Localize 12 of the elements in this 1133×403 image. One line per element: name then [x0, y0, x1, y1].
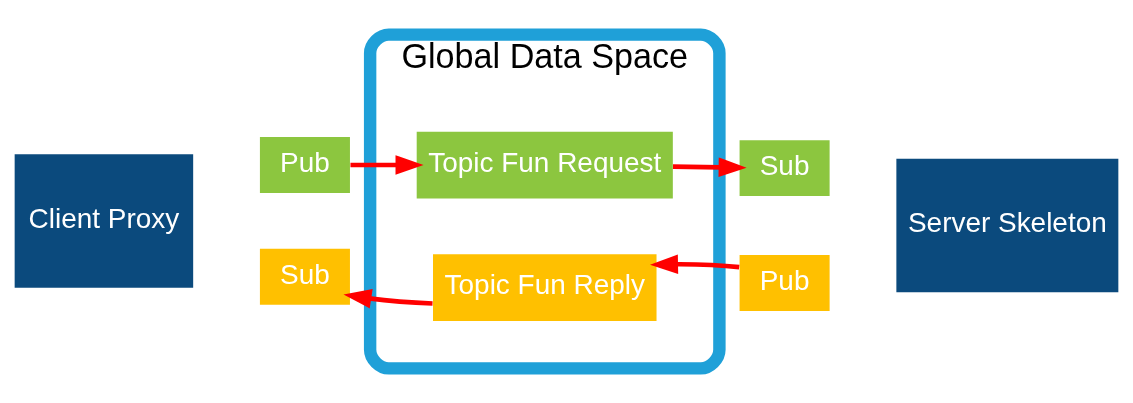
node-box: Topic Fun Reply	[433, 254, 657, 322]
arrow	[672, 157, 747, 178]
arrow	[650, 254, 740, 274]
arrow	[343, 289, 433, 309]
node-box: Sub	[259, 248, 350, 305]
node-box: Topic Fun Request	[416, 131, 673, 199]
node-box: Sub	[739, 140, 830, 197]
arrow	[350, 155, 424, 175]
node-box: Pub	[739, 255, 830, 311]
node-box: Server Skeleton	[896, 158, 1119, 293]
node-box: Pub	[259, 137, 350, 193]
node-box: Client Proxy	[14, 154, 194, 288]
